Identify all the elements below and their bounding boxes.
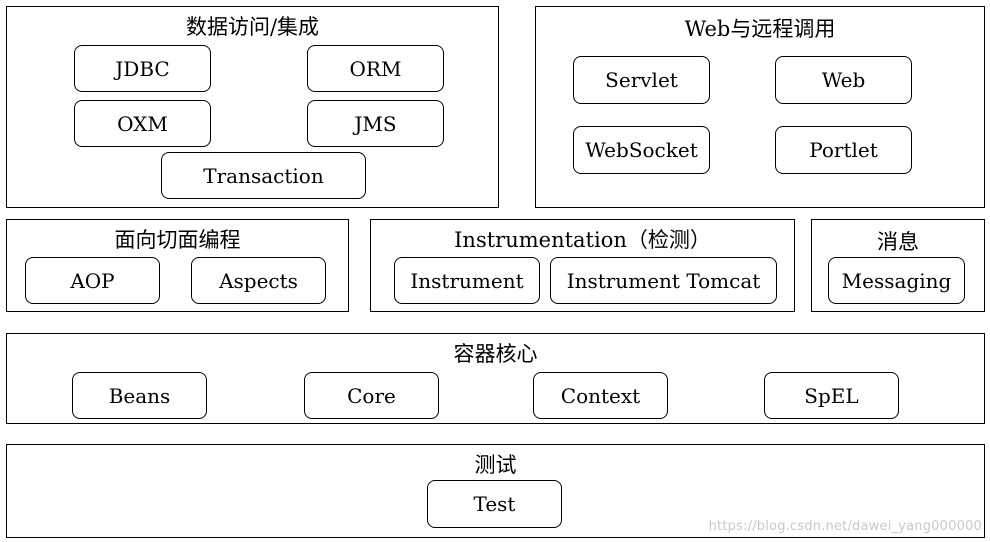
data-access-title: 数据访问/集成 [185,15,320,39]
aop-module: AOP [25,257,160,304]
spel-module: SpEL [764,372,899,419]
messaging-group: 消息 Messaging [811,219,985,312]
oxm-module: OXM [74,100,211,147]
core-container-title: 容器核心 [453,342,538,366]
jdbc-module: JDBC [74,45,211,92]
servlet-module: Servlet [573,56,710,104]
context-module: Context [533,372,668,419]
aop-title: 面向切面编程 [114,228,241,252]
aop-group: 面向切面编程 AOP Aspects [6,219,349,312]
websocket-module: WebSocket [573,126,710,174]
instrument-tomcat-module: Instrument Tomcat [550,257,777,304]
core-module: Core [304,372,439,419]
web-remoting-title: Web与远程调用 [684,17,836,41]
web-module: Web [775,56,912,104]
messaging-title: 消息 [877,230,919,254]
transaction-module: Transaction [161,152,366,199]
instrumentation-title: Instrumentation（检测） [454,228,711,252]
test-title: 测试 [474,453,517,477]
aspects-module: Aspects [191,257,326,304]
portlet-module: Portlet [775,126,912,174]
web-remoting-group: Web与远程调用 Servlet Web WebSocket Portlet [535,6,985,208]
messaging-module: Messaging [828,257,965,304]
instrument-module: Instrument [394,257,540,304]
jms-module: JMS [307,100,444,147]
instrumentation-group: Instrumentation（检测） Instrument Instrumen… [370,219,795,312]
watermark: https://blog.csdn.net/dawei_yang000000 [708,519,982,534]
beans-module: Beans [72,372,207,419]
data-access-group: 数据访问/集成 JDBC ORM OXM JMS Transaction [6,6,499,208]
test-module: Test [427,480,562,528]
test-group: 测试 Test [6,444,985,538]
core-container-group: 容器核心 Beans Core Context SpEL [6,333,985,424]
orm-module: ORM [307,45,444,92]
